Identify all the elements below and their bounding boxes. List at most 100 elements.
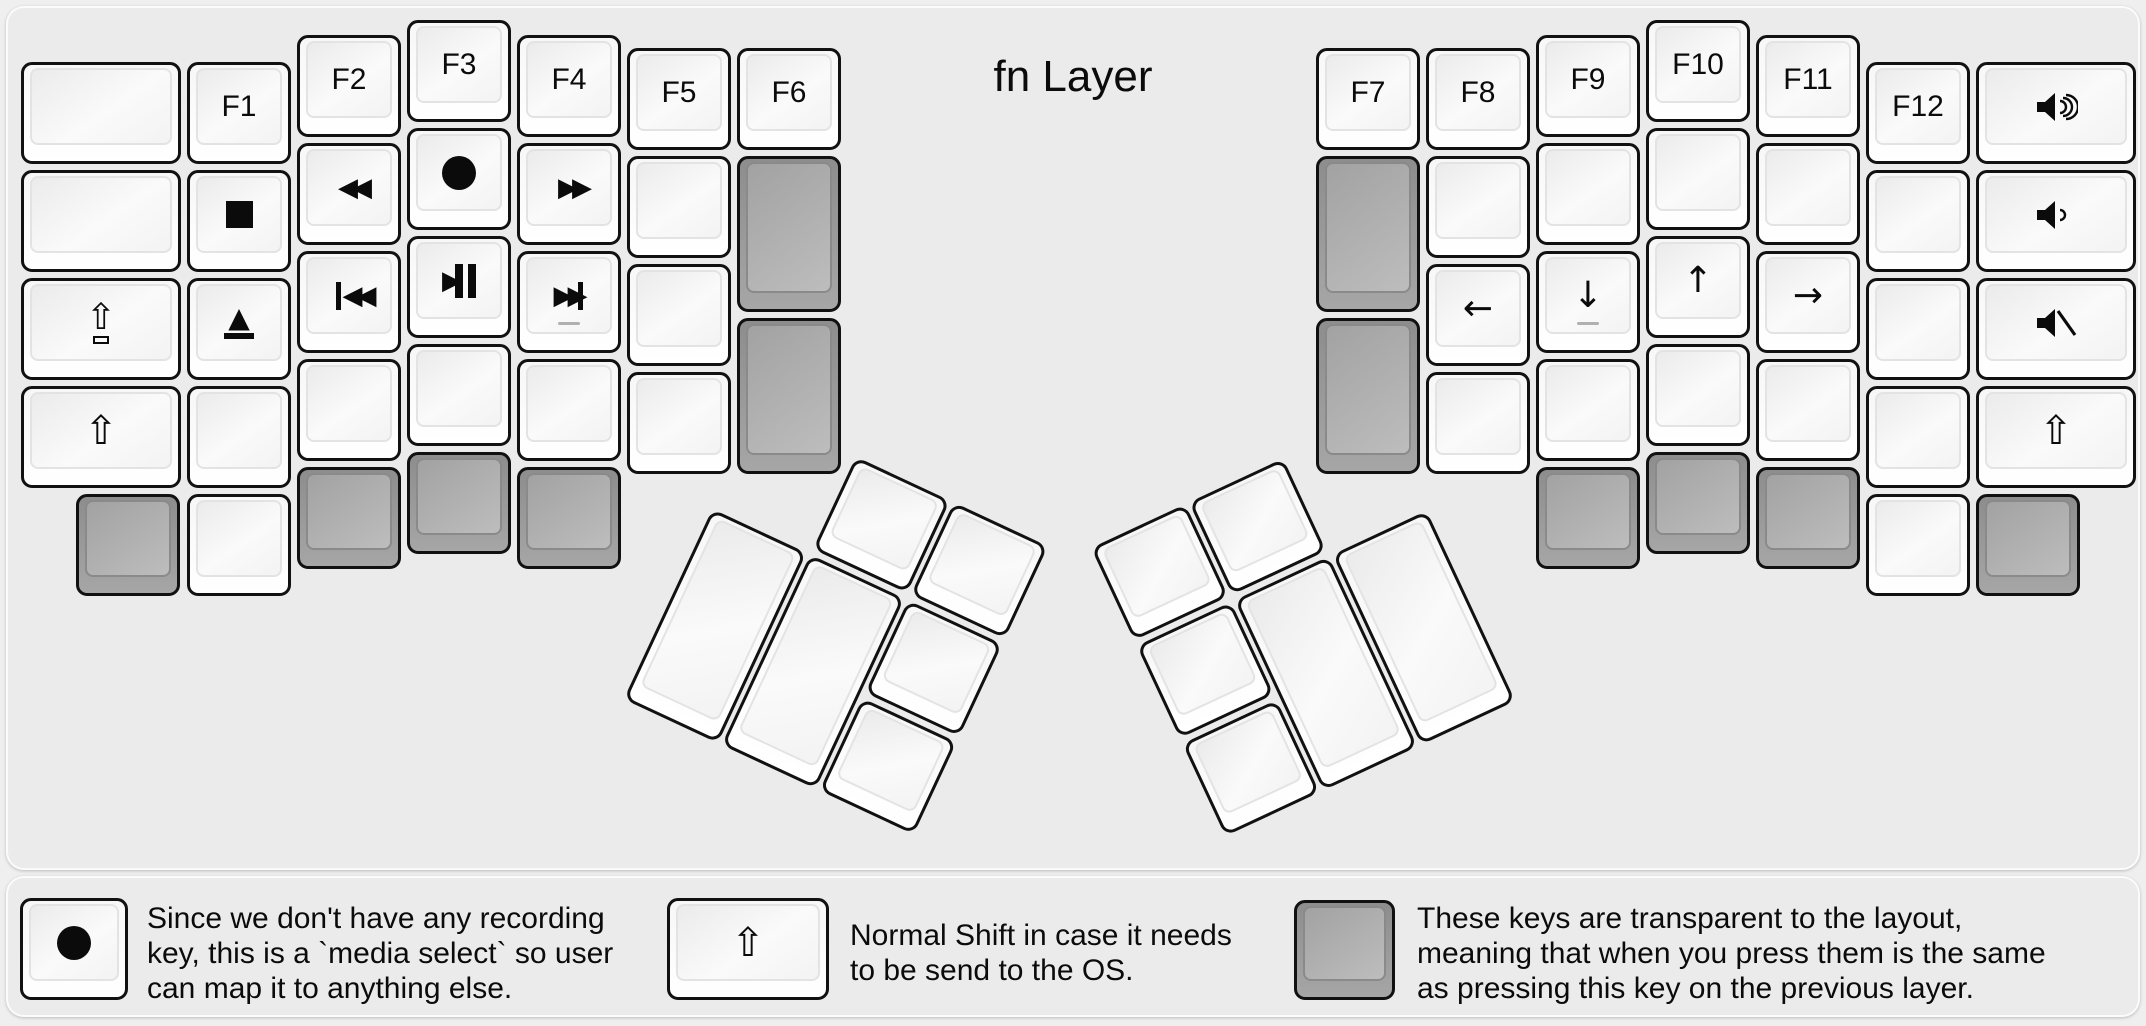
key-f11[interactable]: F11 — [1756, 35, 1860, 137]
key-arrow-up[interactable]: ↑ — [1646, 236, 1750, 338]
key-f1-surface: F1 — [196, 68, 282, 145]
key-blank-right-c12r2-surface — [1765, 149, 1851, 226]
key-shift-left[interactable]: ⇧ — [21, 386, 181, 488]
key-play-pause-surface: ▶ — [416, 242, 502, 319]
key-transparent-right-c10r5[interactable] — [1536, 467, 1640, 569]
key-transparent-left-c3r5[interactable] — [297, 467, 401, 569]
key-blank-right-c10r4[interactable] — [1536, 359, 1640, 461]
key-rewind[interactable]: ◀◀ — [297, 143, 401, 245]
key-blank-right-c13r5-surface — [1875, 500, 1961, 577]
key-f8[interactable]: F8 — [1426, 48, 1530, 150]
key-mute[interactable] — [1976, 278, 2136, 380]
key-label: F4 — [551, 62, 587, 96]
key-caps-lock[interactable]: ⇧ — [21, 278, 181, 380]
key-volume-up-surface — [1985, 68, 2127, 145]
key-blank-left-c6r2[interactable] — [627, 156, 731, 258]
key-blank-left-c6r4[interactable] — [627, 372, 731, 474]
key-blank-right-c13r2[interactable] — [1866, 170, 1970, 272]
legend-panel — [6, 876, 2140, 1017]
key-blank-right-c12r4[interactable] — [1756, 359, 1860, 461]
key-blank-left-c2r5[interactable] — [187, 494, 291, 596]
key-prev-track[interactable]: ◀◀ — [297, 251, 401, 353]
legend-shift-key[interactable]: ⇧ — [667, 898, 829, 1000]
key-arrow-down[interactable]: ↓ — [1536, 251, 1640, 353]
shift-icon: ⇧ — [731, 919, 765, 966]
key-next-track[interactable]: ▶▶ — [517, 251, 621, 353]
key-blank-right-c13r3[interactable] — [1866, 278, 1970, 380]
key-blank-right-c11r2-surface — [1655, 134, 1741, 211]
key-transparent-left-inner-tall2[interactable] — [737, 318, 841, 474]
legend-text-record: Since we don't have any recording key, t… — [147, 901, 613, 1006]
key-blank-left-c1r2[interactable] — [21, 170, 181, 272]
legend-transparent-key-surface — [1303, 906, 1386, 981]
key-blank-right-c9r4[interactable] — [1426, 372, 1530, 474]
key-transparent-left-c5r5[interactable] — [517, 467, 621, 569]
key-record[interactable] — [407, 128, 511, 230]
key-f3[interactable]: F3 — [407, 20, 511, 122]
key-transparent-right-inner-tall2[interactable] — [1316, 318, 1420, 474]
key-blank-left-c6r3[interactable] — [627, 264, 731, 366]
key-f12[interactable]: F12 — [1866, 62, 1970, 164]
key-transparent-left-inner-tall1[interactable] — [737, 156, 841, 312]
key-stop[interactable] — [187, 170, 291, 272]
key-blank-right-c9r2[interactable] — [1426, 156, 1530, 258]
key-f5[interactable]: F5 — [627, 48, 731, 150]
key-blank-right-c13r4[interactable] — [1866, 386, 1970, 488]
key-play-pause[interactable]: ▶ — [407, 236, 511, 338]
key-blank-right-c10r2[interactable] — [1536, 143, 1640, 245]
left-thumb-cluster — [621, 411, 1052, 842]
key-volume-down-surface — [1985, 176, 2127, 253]
key-caps-lock-surface: ⇧ — [30, 284, 172, 361]
legend-record-key[interactable] — [20, 898, 128, 1000]
key-f7[interactable]: F7 — [1316, 48, 1420, 150]
right-thumb-cluster — [1091, 411, 1522, 842]
key-label: F2 — [331, 62, 367, 96]
record-icon — [442, 155, 476, 190]
rewind-icon: ◀◀ — [338, 172, 372, 203]
legend-text-transparent: These keys are transparent to the layout… — [1417, 901, 2046, 1006]
key-blank-left-c4r4[interactable] — [407, 344, 511, 446]
legend-transparent-key[interactable] — [1294, 900, 1395, 1000]
key-f10[interactable]: F10 — [1646, 20, 1750, 122]
key-arrow-right[interactable]: → — [1756, 251, 1860, 353]
key-blank-right-c11r2[interactable] — [1646, 128, 1750, 230]
key-blank-left-c2r4[interactable] — [187, 386, 291, 488]
key-transparent-left-bottom[interactable] — [76, 494, 180, 596]
key-shift-left-surface: ⇧ — [30, 392, 172, 469]
key-blank-right-c13r5[interactable] — [1866, 494, 1970, 596]
key-thumb-left-1-surface — [828, 465, 940, 573]
key-f5-surface: F5 — [636, 54, 722, 131]
key-volume-down[interactable] — [1976, 170, 2136, 272]
key-transparent-right-bottom[interactable] — [1976, 494, 2080, 596]
key-thumb-right-2-surface — [1199, 467, 1311, 574]
key-transparent-right-c11r5[interactable] — [1646, 452, 1750, 554]
key-mute-surface — [1985, 284, 2127, 361]
key-f6[interactable]: F6 — [737, 48, 841, 150]
play-pause-icon: ▶ — [442, 263, 476, 298]
key-f4[interactable]: F4 — [517, 35, 621, 137]
key-arrow-left[interactable]: ← — [1426, 264, 1530, 366]
key-volume-up[interactable] — [1976, 62, 2136, 164]
key-transparent-right-inner-tall1[interactable] — [1316, 156, 1420, 312]
key-shift-right[interactable]: ⇧ — [1976, 386, 2136, 488]
key-transparent-left-c4r5[interactable] — [407, 452, 511, 554]
key-blank-right-c12r2[interactable] — [1756, 143, 1860, 245]
caps-lock-icon: ⇧ — [86, 299, 116, 344]
key-transparent-left-c3r5-surface — [306, 473, 392, 550]
legend-text-line: as pressing this key on the previous lay… — [1417, 972, 1974, 1005]
volume-down-icon — [2034, 198, 2078, 232]
key-f9[interactable]: F9 — [1536, 35, 1640, 137]
key-label: F6 — [771, 75, 807, 109]
key-blank-left-c1r1[interactable] — [21, 62, 181, 164]
key-blank-right-c9r2-surface — [1435, 162, 1521, 239]
key-fast-forward[interactable]: ▶▶ — [517, 143, 621, 245]
key-eject[interactable]: ▲ — [187, 278, 291, 380]
key-blank-left-c3r4[interactable] — [297, 359, 401, 461]
key-f1[interactable]: F1 — [187, 62, 291, 164]
key-blank-right-c11r4[interactable] — [1646, 344, 1750, 446]
key-label: F10 — [1672, 47, 1724, 81]
key-blank-left-c5r4[interactable] — [517, 359, 621, 461]
key-blank-right-c12r4-surface — [1765, 365, 1851, 442]
key-f2[interactable]: F2 — [297, 35, 401, 137]
key-transparent-right-c12r5[interactable] — [1756, 467, 1860, 569]
